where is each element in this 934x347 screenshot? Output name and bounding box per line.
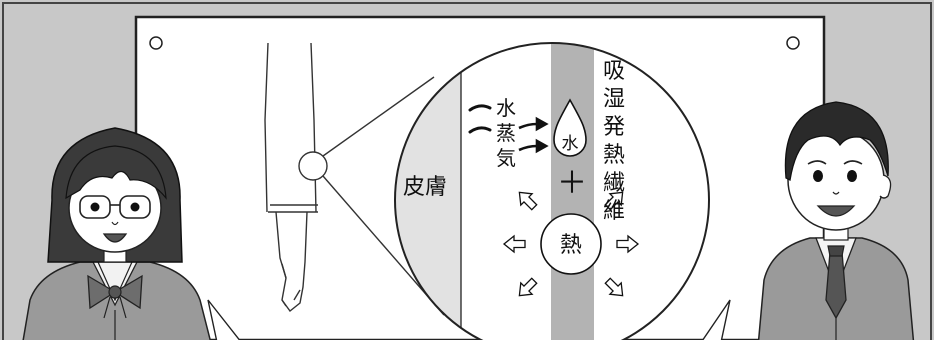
arm-drawing <box>264 42 318 313</box>
fiber-char-1: 吸 <box>603 59 625 84</box>
zoom-line-top <box>322 76 435 157</box>
heat-arrows <box>502 191 640 297</box>
arrow-icon <box>502 234 526 254</box>
vapor-char-2: 蒸 <box>496 121 516 145</box>
fiber-char-5: 繊 <box>603 171 625 196</box>
glasses-icon <box>79 195 151 219</box>
pin-icon <box>786 36 800 50</box>
arrow-icon <box>518 277 538 297</box>
water-drop-icon <box>553 98 587 157</box>
magnifier-lens <box>394 42 710 347</box>
bottom-strip <box>0 340 934 347</box>
fiber-char-3: 発 <box>603 115 625 140</box>
pin-icon <box>149 36 163 50</box>
speech-tail-right <box>697 299 731 347</box>
arrow-icon <box>616 234 640 254</box>
heat-label: 熱 <box>560 233 582 258</box>
zoom-target-circle <box>298 151 328 181</box>
speech-tail-left <box>207 299 246 347</box>
student-girl <box>21 127 213 347</box>
heat-circle <box>540 213 602 275</box>
fiber-char-4: 熱 <box>603 143 625 168</box>
vapor-wisps <box>468 104 492 134</box>
arrow-icon <box>518 116 549 154</box>
skin-label: 皮膚 <box>403 175 447 200</box>
fiber-band <box>551 43 594 347</box>
student-boy <box>757 101 915 347</box>
water-label: 水 <box>562 134 579 154</box>
fiber-label: 吸 湿 発 熱 繊 維 <box>603 59 625 224</box>
fiber-char-6: 維 <box>603 199 625 224</box>
arrow-icon <box>518 191 538 211</box>
vapor-char-3: 気 <box>496 146 516 170</box>
water-vapor-label: 水 蒸 気 <box>496 96 516 170</box>
vapor-char-1: 水 <box>496 96 516 120</box>
arrow-icon <box>604 191 624 211</box>
fiber-char-2: 湿 <box>603 87 625 112</box>
arrow-icon <box>604 277 624 297</box>
plus-sign: ＋ <box>557 166 587 201</box>
